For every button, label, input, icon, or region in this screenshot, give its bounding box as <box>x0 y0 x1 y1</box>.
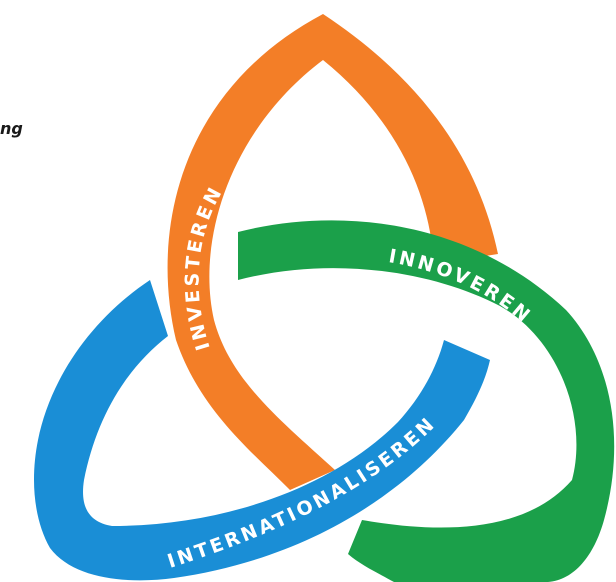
band-innoveren-shape <box>238 220 615 582</box>
band-internationaliseren-shape <box>34 280 490 581</box>
cropped-text-fragment: ng <box>0 119 23 138</box>
band-investeren <box>167 14 498 490</box>
band-internationaliseren <box>34 280 490 581</box>
band-investeren-shape <box>167 14 498 490</box>
band-innoveren <box>238 220 615 582</box>
